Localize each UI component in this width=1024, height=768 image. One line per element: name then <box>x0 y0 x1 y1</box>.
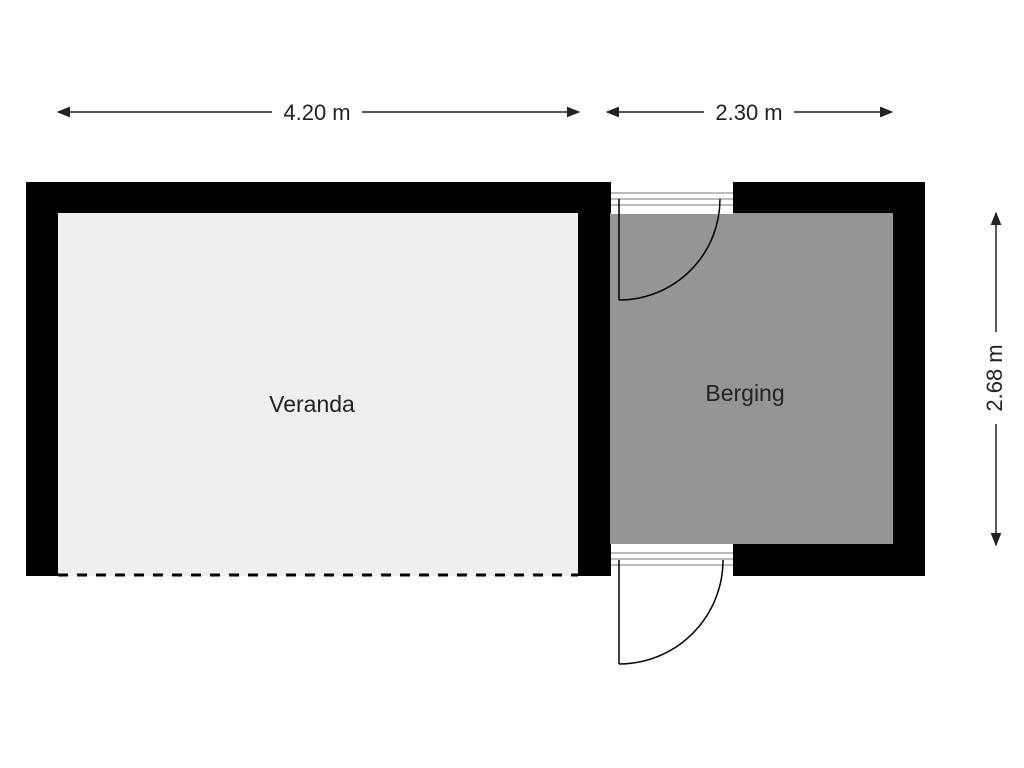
dimension-label-2-68: 2.68 m <box>982 344 1007 411</box>
top-door <box>611 182 733 301</box>
dimension-label-2-30: 2.30 m <box>715 100 782 125</box>
dimension-veranda-width: 4.20 m <box>56 100 581 125</box>
veranda-floor <box>58 213 578 576</box>
dimension-label-4-20: 4.20 m <box>283 100 350 125</box>
berging-floor <box>610 213 893 544</box>
room-label-berging: Berging <box>705 380 784 406</box>
dimension-berging-width: 2.30 m <box>605 100 894 125</box>
bottom-door <box>611 544 733 665</box>
dimension-depth: 2.68 m <box>982 211 1007 547</box>
room-label-veranda: Veranda <box>269 391 355 417</box>
